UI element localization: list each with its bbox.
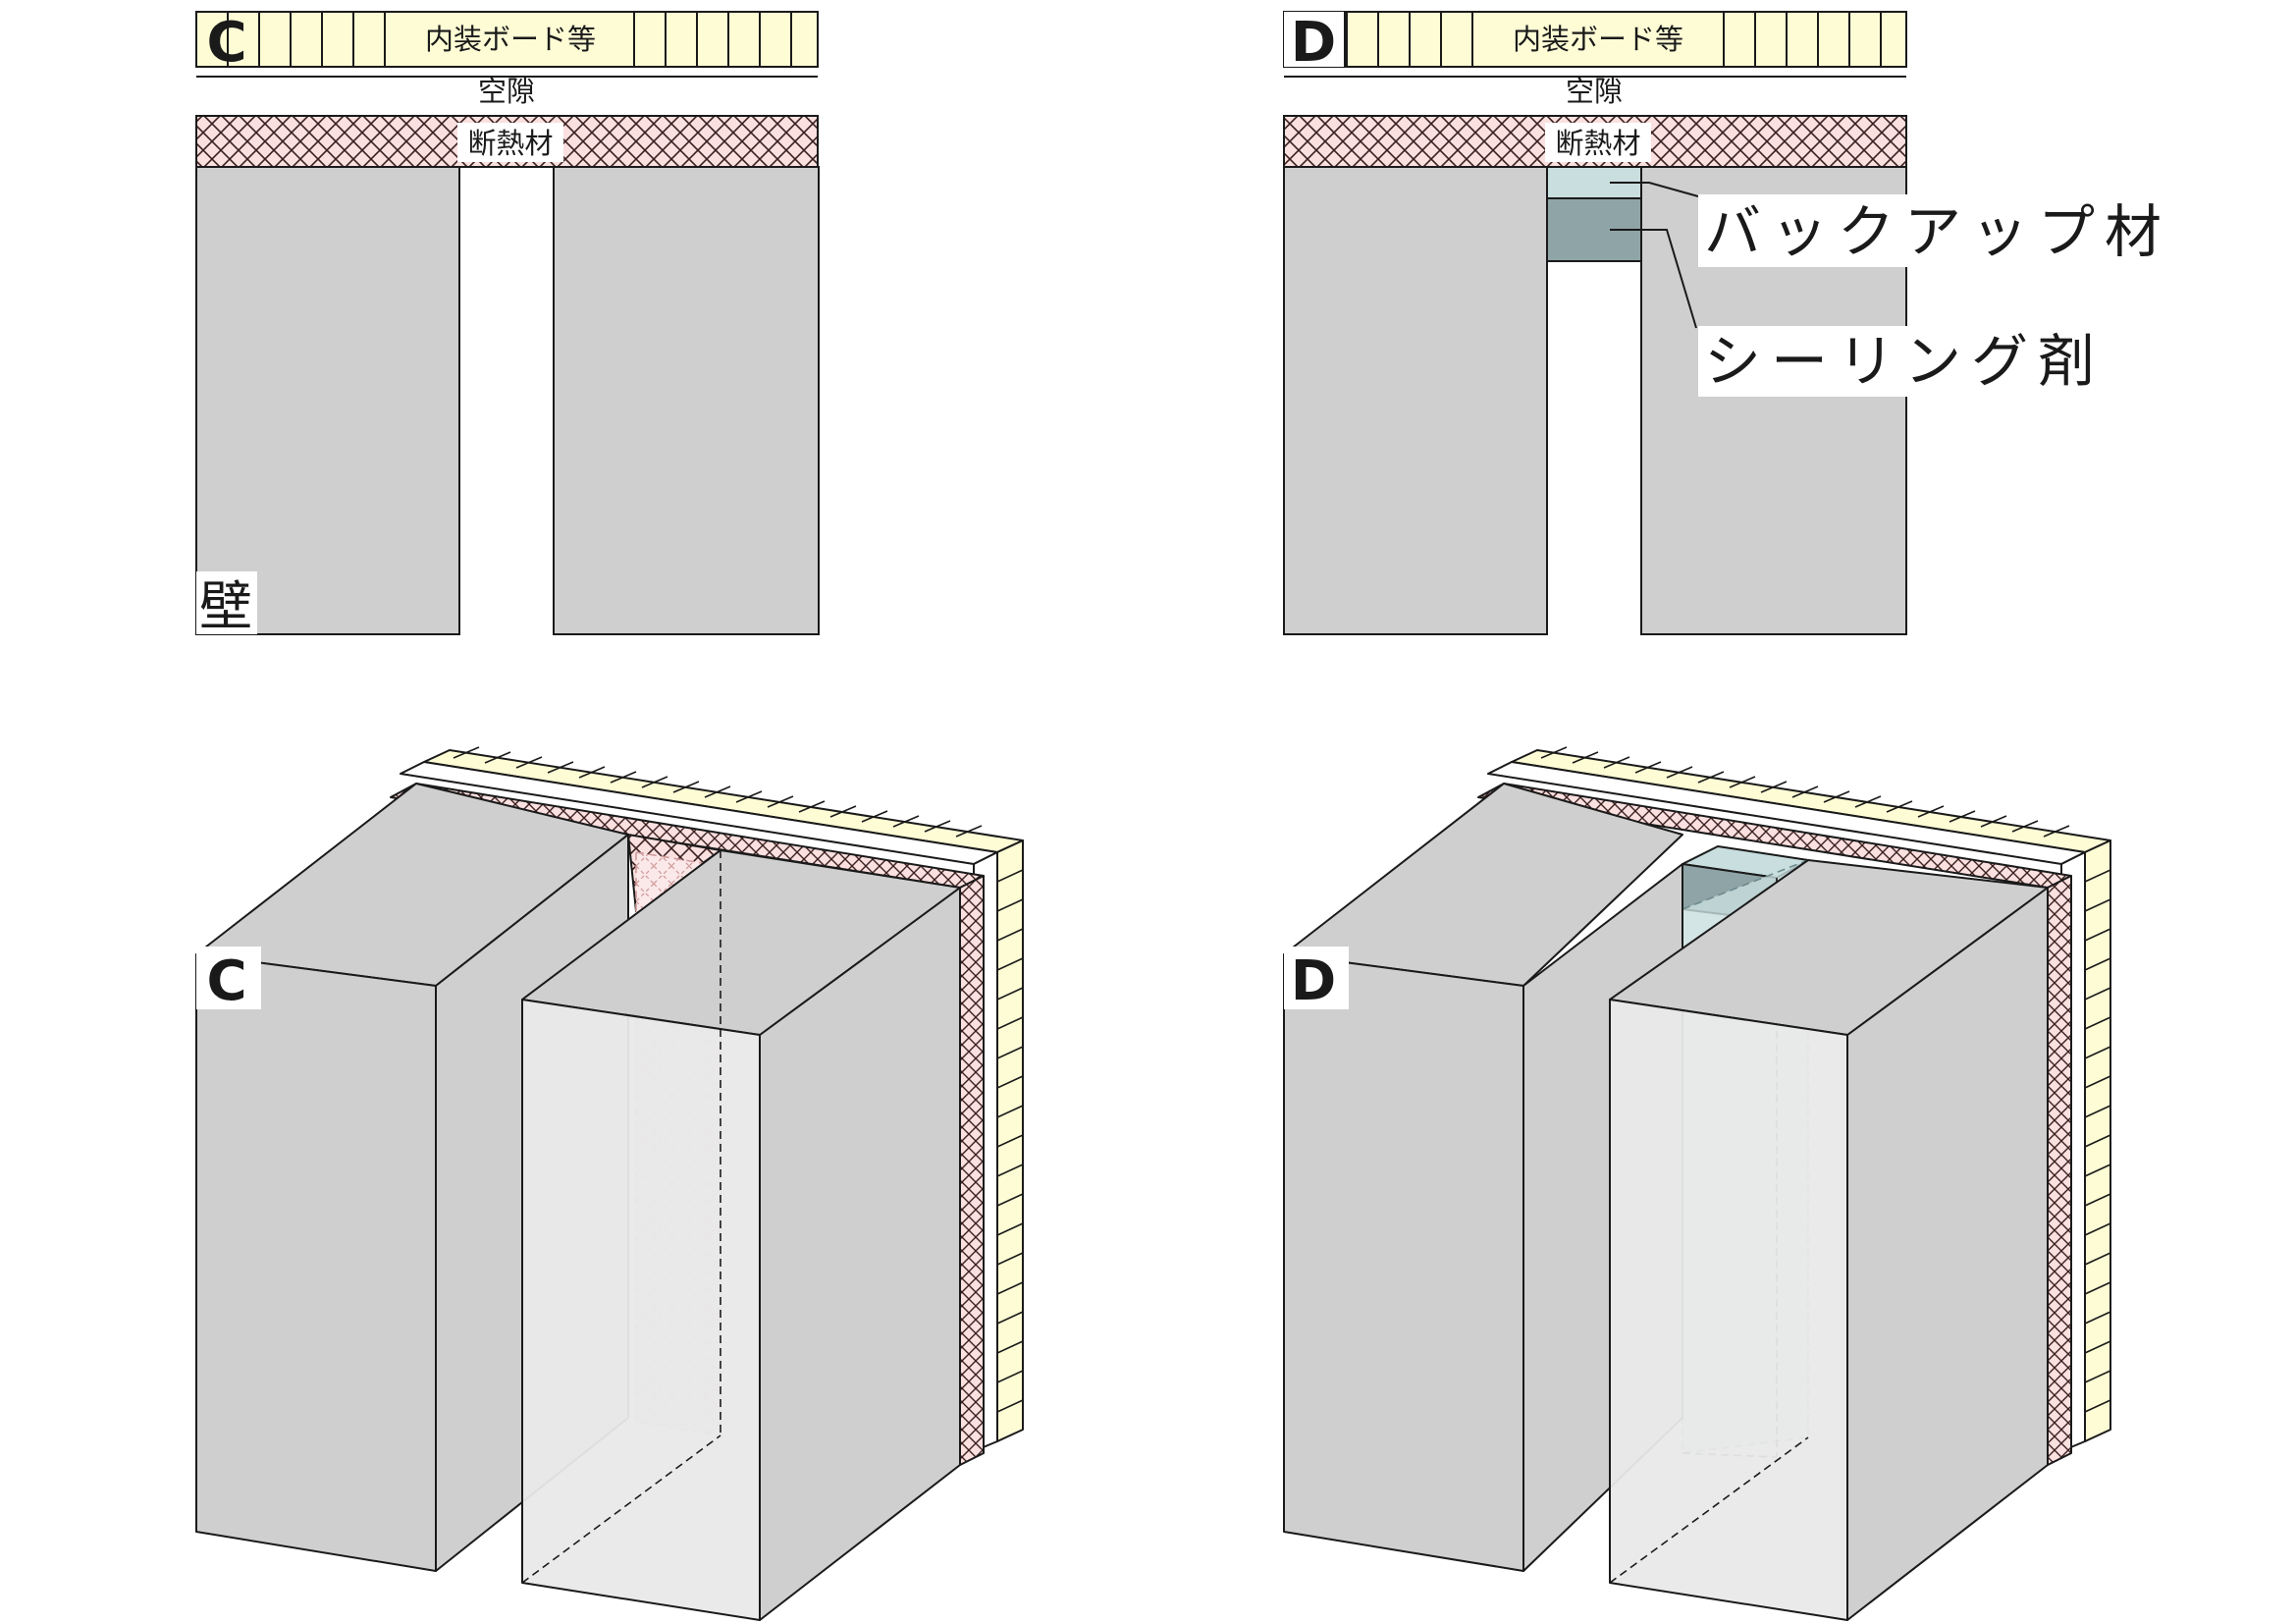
wall-label: 壁: [199, 575, 252, 637]
sealant-label: シーリング剤: [1704, 328, 2105, 395]
gap-label: 空隙: [478, 75, 535, 108]
insulation-label: 断熱材: [467, 127, 553, 160]
board-label: 内装ボード等: [425, 23, 596, 56]
board-label: 内装ボード等: [1513, 23, 1683, 56]
iso-wall-right-front: [521, 999, 761, 1621]
top-section-c: 内装ボード等 C 空隙 断熱材 壁: [195, 11, 820, 637]
iso-wall-left-front: [195, 953, 437, 1572]
leader-sealant: [1610, 229, 1697, 329]
iso-wall-right-front: [1609, 999, 1848, 1621]
top-section-d: 内装ボード等 D 空隙 断熱材 バックアップ材 シーリング剤: [1283, 11, 2171, 635]
leader-backup: [1610, 182, 1699, 197]
interior-board-ticks: [1346, 12, 1882, 67]
iso-insulation-side: [959, 875, 985, 1466]
insulation-label: 断熱材: [1555, 127, 1640, 160]
backup-label: バックアップ材: [1704, 198, 2171, 265]
iso-insulation-side: [2047, 875, 2072, 1466]
iso-section-d: D: [1283, 746, 2111, 1621]
gap-label: 空隙: [1566, 75, 1623, 108]
panel-label-d-top: D: [1291, 11, 1336, 75]
iso-section-c: C: [195, 746, 1024, 1621]
wall-right: [553, 166, 820, 635]
wall-left: [195, 166, 460, 635]
panel-label-d-iso: D: [1291, 949, 1336, 1013]
wall-left: [1283, 166, 1548, 635]
panel-label-c-iso: C: [206, 949, 246, 1013]
interior-board-ticks: [227, 12, 792, 67]
iso-wall-left-front: [1283, 953, 1524, 1572]
panel-label-c-top: C: [206, 11, 246, 75]
